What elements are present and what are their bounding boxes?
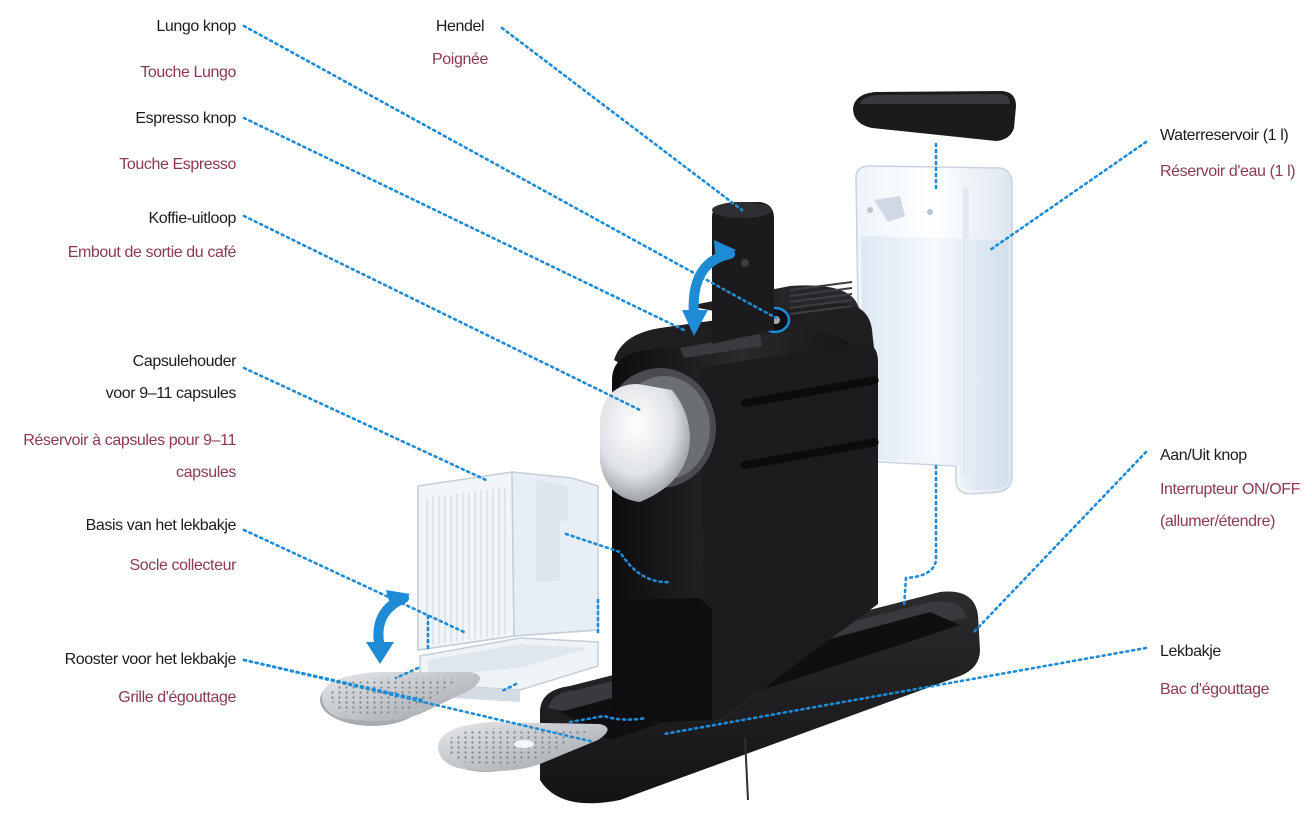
label-drip-tray-fr: Bac d'égouttage: [1160, 681, 1270, 698]
leader-line-drip-base: [242, 528, 466, 634]
label-outlet-fr: Embout de sortie du café: [67, 244, 237, 261]
label-handle-nl: Hendel: [435, 18, 485, 35]
label-power-fr-2: (allumer/étendre): [1160, 513, 1276, 530]
water-tank: [855, 165, 1013, 495]
leader-line-tray-inner: [568, 714, 648, 724]
label-tank-nl: Waterreservoir (1 l): [1160, 127, 1289, 144]
label-power-fr-1: Interrupteur ON/OFF: [1160, 481, 1300, 498]
label-drip-base-fr: Socle collecteur: [129, 557, 236, 574]
leader-line-base-drop: [394, 666, 420, 680]
leader-line-capsule: [242, 366, 488, 482]
leader-lines: [242, 24, 1148, 744]
label-outlet-nl: Koffie-uitloop: [148, 210, 236, 227]
machine-body: [612, 281, 879, 724]
label-drip-tray-nl: Lekbakje: [1160, 643, 1221, 660]
coffee-outlet: [600, 368, 716, 502]
label-drip-base-nl: Basis van het lekbakje: [85, 517, 237, 534]
drip-grid-left: [320, 672, 480, 726]
leader-line-base-drop-2: [498, 682, 518, 694]
leader-line-tank-base: [902, 464, 938, 608]
leader-line-tank: [988, 140, 1148, 252]
arrow-icon: [366, 590, 410, 664]
label-capsule-fr-1: Réservoir à capsules pour 9–11: [23, 432, 236, 449]
label-espresso-fr: Touche Espresso: [119, 156, 236, 173]
label-grid-fr: Grille d'égouttage: [118, 689, 236, 706]
label-tank-fr: Réservoir d'eau (1 l): [1160, 163, 1296, 180]
leader-line-handle: [500, 26, 744, 212]
small-drip-base: [419, 637, 599, 702]
leader-line-outlet: [242, 214, 642, 412]
leader-line-power: [970, 450, 1148, 636]
label-lungo-nl: Lungo knop: [156, 18, 236, 35]
water-tank-lid: [853, 91, 1016, 141]
leader-line-drip-tray: [662, 646, 1148, 736]
leader-line-grid-2: [242, 658, 596, 744]
leader-line-lungo: [242, 24, 778, 320]
label-grid-nl: Rooster voor het lekbakje: [64, 651, 237, 668]
label-handle-fr: Poignée: [432, 51, 488, 68]
label-capsule-fr-2: capsules: [176, 464, 236, 481]
leader-line-capsule-inner: [564, 532, 672, 584]
arrow-icon: [682, 240, 736, 336]
leader-line-espresso: [242, 116, 686, 332]
label-capsule-nl-2: voor 9–11 capsules: [105, 385, 237, 402]
label-power-nl: Aan/Uit knop: [1160, 447, 1247, 464]
handle-lever: [712, 202, 774, 344]
capsule-container: [417, 471, 599, 651]
label-lungo-fr: Touche Lungo: [140, 64, 236, 81]
label-espresso-nl: Espresso knop: [135, 110, 236, 127]
label-capsule-nl-1: Capsulehouder: [132, 353, 237, 370]
